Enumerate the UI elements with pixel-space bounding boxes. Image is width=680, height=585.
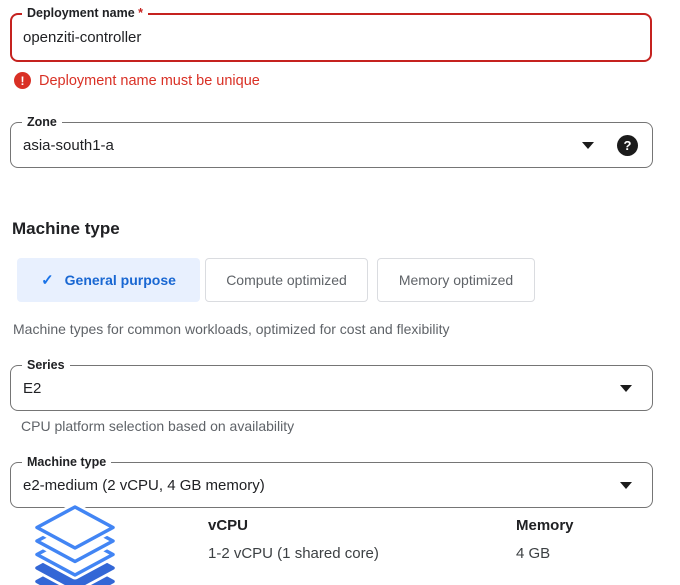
tab-memory-optimized[interactable]: Memory optimized bbox=[377, 258, 535, 302]
deployment-name-label: Deployment name * bbox=[22, 5, 149, 21]
deployment-name-input[interactable]: openziti-controller bbox=[23, 29, 142, 46]
error-message: Deployment name must be unique bbox=[39, 72, 260, 89]
series-label: Series bbox=[22, 357, 70, 373]
machine-type-description: Machine types for common workloads, opti… bbox=[13, 321, 450, 337]
zone-select[interactable]: Zone asia-south1-a ? bbox=[10, 114, 653, 168]
series-select[interactable]: Series E2 bbox=[10, 357, 653, 411]
check-icon: ✓ bbox=[41, 272, 54, 289]
zone-label: Zone bbox=[22, 114, 62, 130]
vcpu-column-header: vCPU bbox=[208, 517, 249, 534]
chevron-down-icon bbox=[620, 385, 632, 392]
machine-series-layers-icon bbox=[32, 502, 118, 585]
chevron-down-icon bbox=[620, 482, 632, 489]
chevron-down-icon bbox=[582, 142, 594, 149]
zone-value: asia-south1-a bbox=[23, 136, 114, 154]
tab-compute-optimized-label: Compute optimized bbox=[226, 272, 347, 288]
tab-memory-optimized-label: Memory optimized bbox=[398, 272, 514, 288]
machine-type-select[interactable]: Machine type e2-medium (2 vCPU, 4 GB mem… bbox=[10, 454, 653, 508]
required-asterisk: * bbox=[138, 6, 144, 20]
series-value: E2 bbox=[23, 379, 42, 397]
vcpu-value: 1-2 vCPU (1 shared core) bbox=[208, 545, 379, 562]
machine-type-label: Machine type bbox=[22, 454, 112, 470]
memory-value: 4 GB bbox=[516, 545, 551, 562]
help-icon[interactable]: ? bbox=[617, 134, 638, 156]
deployment-name-label-text: Deployment name bbox=[27, 6, 135, 20]
tab-general-purpose[interactable]: ✓ General purpose bbox=[17, 258, 200, 302]
machine-type-heading: Machine type bbox=[12, 219, 120, 238]
machine-type-value: e2-medium (2 vCPU, 4 GB memory) bbox=[23, 476, 265, 494]
memory-column-header: Memory bbox=[516, 517, 574, 534]
series-helper-text: CPU platform selection based on availabi… bbox=[21, 418, 295, 434]
tab-compute-optimized[interactable]: Compute optimized bbox=[205, 258, 368, 302]
error-icon: ! bbox=[14, 72, 31, 89]
tab-general-purpose-label: General purpose bbox=[64, 272, 176, 288]
deployment-name-field[interactable]: Deployment name * openziti-controller bbox=[10, 5, 652, 62]
deployment-name-error: ! Deployment name must be unique bbox=[14, 72, 260, 89]
